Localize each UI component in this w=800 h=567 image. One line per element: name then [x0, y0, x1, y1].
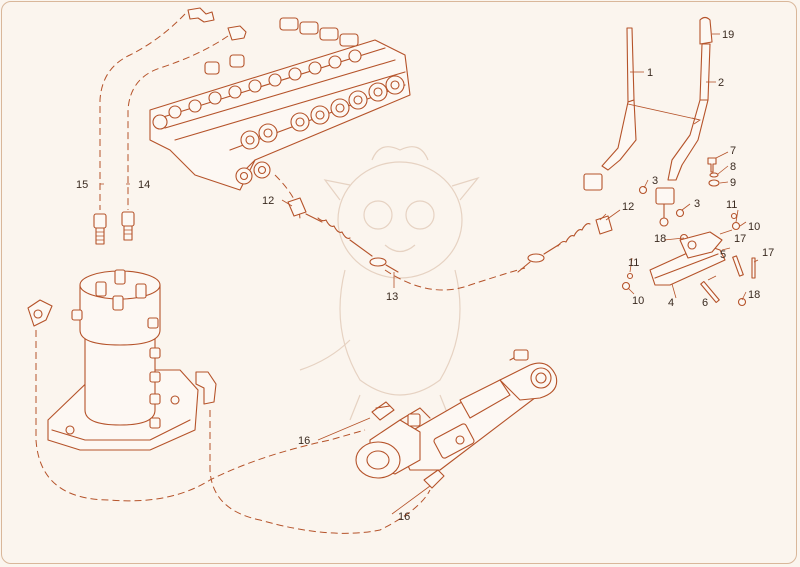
control-cable-right [517, 215, 613, 273]
callout-11-right: 11 [726, 199, 737, 211]
callout-13: 13 [386, 291, 398, 303]
callout-3-right: 3 [694, 198, 700, 210]
control-cable-left [287, 197, 399, 273]
callout-4: 4 [668, 297, 674, 309]
lever-link-line [627, 103, 701, 121]
callout-3-left: 3 [652, 175, 658, 187]
callout-12-right: 12 [622, 201, 634, 213]
hydraulic-canister [47, 269, 199, 451]
callout-6: 6 [702, 297, 708, 309]
callout-7: 7 [730, 145, 736, 157]
callout-17-upper: 17 [734, 233, 746, 245]
callout-17-lower: 17 [762, 247, 774, 259]
hose-fittings-16 [371, 401, 445, 489]
pins [700, 255, 756, 304]
hose-fittings-top [187, 7, 247, 41]
callout-18-upper: 18 [654, 233, 666, 245]
callout-labels: 1 2 19 3 3 7 8 9 11 10 17 17 5 18 18 11 … [76, 29, 774, 523]
callout-11-left: 11 [628, 257, 639, 269]
control-valve-block [149, 17, 411, 191]
right-elbow-fitting [195, 371, 217, 405]
control-lever-2 [655, 16, 713, 227]
callout-14: 14 [138, 179, 150, 191]
watermark-mascot [299, 146, 480, 421]
lever-link-arrow [691, 117, 701, 125]
callout-15: 15 [76, 179, 88, 191]
callout-8: 8 [730, 161, 736, 173]
left-elbow-fitting [27, 299, 53, 327]
hose-fitting-14 [121, 211, 135, 241]
hydraulic-cylinder [355, 349, 558, 479]
callout-10-right: 10 [748, 221, 760, 233]
callout-1: 1 [647, 67, 653, 79]
callout-10-left: 10 [632, 295, 644, 307]
callout-12-left: 12 [262, 195, 274, 207]
callout-18-lower: 18 [748, 289, 760, 301]
lever-base-bracket [649, 231, 726, 286]
callout-5: 5 [720, 249, 726, 261]
hose-routes [35, 13, 526, 534]
callout-19: 19 [722, 29, 734, 41]
callout-2: 2 [718, 77, 724, 89]
leader-lines [100, 33, 759, 515]
callout-16-upper: 16 [298, 435, 310, 447]
control-lever-1 [583, 27, 637, 191]
hose-fitting-15 [93, 213, 107, 245]
callout-9: 9 [730, 177, 736, 189]
callout-16-lower: 16 [398, 511, 410, 523]
